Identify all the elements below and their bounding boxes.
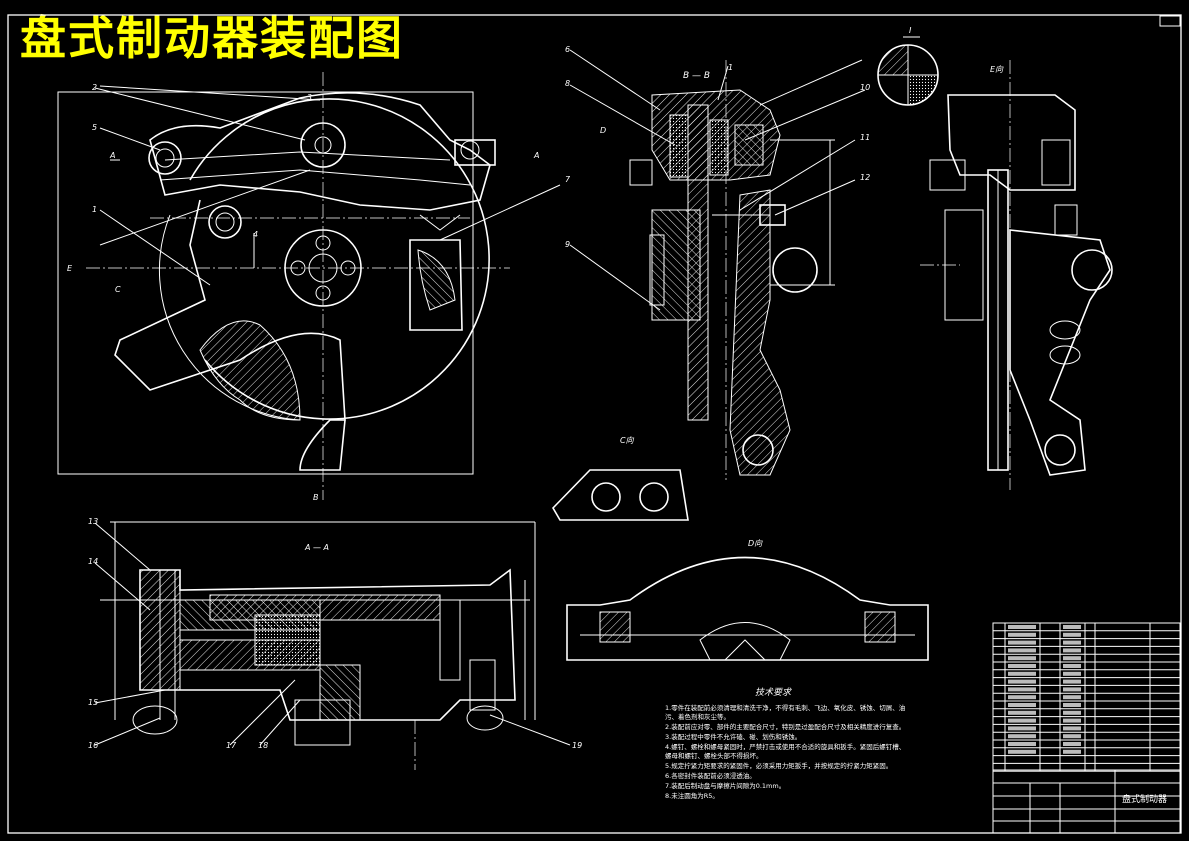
callout-7: 7: [565, 175, 571, 184]
parts-list-cell-text: [1063, 687, 1081, 692]
parts-list-cell-text: [1063, 648, 1081, 653]
callout-13: 13: [88, 517, 98, 526]
arrow-label-b: B: [313, 493, 319, 502]
parts-list-cell-text: [1008, 640, 1036, 645]
arrow-label-c: C: [115, 285, 121, 294]
parts-list-cell-text: [1008, 749, 1036, 754]
callout-9: 9: [565, 240, 570, 249]
callout-17: 17: [226, 741, 237, 750]
callout-5: 5: [92, 123, 97, 132]
parts-list-cell-text: [1063, 625, 1081, 629]
section-bb-view: B — B 6 8 9 1 10: [565, 45, 870, 480]
callout-18: 18: [258, 741, 268, 750]
drawing-title: 盘式制动器装配图: [20, 11, 404, 65]
parts-list-cell-text: [1063, 695, 1081, 700]
parts-list-table: [992, 622, 1181, 772]
tech-req-item: 5.规定拧紧力矩要求的紧固件，必须采用力矩扳手，并按规定的拧紧力矩紧固。: [665, 761, 892, 770]
parts-list-cell-text: [1063, 726, 1081, 731]
callout-2: 2: [92, 83, 97, 92]
parts-list-cell-text: [1063, 640, 1081, 645]
callout-12: 12: [860, 173, 870, 182]
callout-11: 11: [860, 133, 870, 142]
section-aa-label: A — A: [304, 543, 329, 552]
parts-list-cell-text: [1008, 656, 1036, 661]
tech-req-item: 螺母和螺钉、螺栓头部不得损坏。: [665, 751, 763, 760]
tech-req-heading: 技术要求: [755, 687, 792, 698]
callout-6: 6: [565, 45, 570, 54]
title-block-name: 盘式制动器: [1122, 793, 1167, 805]
callout-3: 3: [307, 93, 312, 102]
parts-list-cell-text: [1063, 710, 1081, 715]
parts-list-cell-text: [1063, 734, 1081, 739]
tech-req-item: 污、着色剂和灰尘等。: [665, 712, 730, 721]
parts-list-cell-text: [1008, 726, 1036, 731]
parts-list-cell-text: [1063, 679, 1081, 684]
parts-list-cell-text: [1063, 718, 1081, 723]
drawing-frame: [7, 14, 1182, 834]
tech-req-item: 6.各密封件装配前必须浸透油。: [665, 771, 756, 780]
parts-list-cell-text: [1063, 671, 1081, 676]
view-d-label: D向: [748, 539, 763, 548]
callout-1b: 1: [728, 63, 733, 72]
tech-req-item: 7.装配后制动盘与摩擦片间隙为0.1mm。: [665, 781, 785, 790]
callout-15: 15: [88, 698, 98, 707]
section-mark-a-left: A: [109, 151, 115, 160]
callout-8: 8: [565, 79, 570, 88]
callout-14: 14: [88, 557, 98, 566]
parts-list-cell-text: [1063, 749, 1081, 754]
parts-list-cell-text: [1008, 695, 1036, 700]
view-c-label: C向: [620, 436, 635, 445]
main-view-callouts: 5 2 3 4 1 7 B C E A A: [67, 83, 571, 502]
parts-list-cell-text: [1008, 703, 1036, 707]
tech-req-item: 8.未注圆角为R5。: [665, 791, 719, 800]
parts-list-cell-text: [1063, 703, 1081, 707]
parts-list-cell-text: [1008, 710, 1036, 715]
tech-req-item: 1.零件在装配前必须清理和清洗干净，不得有毛刺、飞边、氧化皮、锈蚀、切屑、油: [665, 703, 905, 712]
parts-list-cell-text: [1008, 687, 1036, 692]
tech-req-item: 4.螺钉、螺栓和螺母紧固时，严禁打击或使用不合适的旋具和扳手。紧固后螺钉槽、: [665, 742, 905, 751]
view-c: C向: [552, 436, 689, 521]
tech-req-item: 2.装配前应对零、部件的主要配合尺寸，特别是过盈配合尺寸及相关精度进行复查。: [665, 722, 905, 731]
top-right-marker: [1159, 15, 1181, 27]
arrow-label-e: E: [67, 264, 73, 273]
callout-1: 1: [92, 205, 97, 214]
section-bb-label: B — B: [683, 71, 710, 81]
parts-list-cell-text: [1008, 664, 1036, 668]
callout-16: 16: [88, 741, 98, 750]
parts-list-cell-text: [1063, 664, 1081, 668]
parts-list-cell-text: [1063, 656, 1081, 661]
parts-list-cell-text: [1008, 734, 1036, 739]
title-block: 盘式制动器: [992, 769, 1181, 834]
callout-4: 4: [253, 230, 258, 239]
parts-list-cell-text: [1063, 632, 1081, 637]
parts-list-cell-text: [1008, 679, 1036, 684]
parts-list-cell-text: [1008, 632, 1036, 637]
section-mark-a-right: A: [533, 151, 539, 160]
parts-list-cell-text: [1008, 625, 1036, 629]
callout-19: 19: [572, 741, 582, 750]
view-e-label: E向: [990, 65, 1004, 74]
parts-list-cell-text: [1008, 718, 1036, 723]
callout-10: 10: [860, 83, 870, 92]
section-aa-view: A — A 13 14 15 16 17 18: [88, 517, 582, 770]
detail-i-label: I: [909, 26, 912, 35]
arrow-label-d: D: [600, 126, 606, 135]
parts-list-cell-text: [1008, 648, 1036, 653]
tech-req-item: 3.装配过程中零件不允许磕、碰、划伤和锈蚀。: [665, 732, 801, 741]
technical-requirements: 技术要求 1.零件在装配前必须清理和清洗干净，不得有毛刺、飞边、氧化皮、锈蚀、切…: [665, 687, 905, 800]
view-d: D向: [566, 539, 929, 661]
parts-list-cell-text: [1063, 742, 1081, 746]
parts-list-cell-text: [1008, 742, 1036, 746]
detail-i-view: I: [877, 26, 939, 106]
main-front-view: [57, 72, 510, 500]
parts-list-cell-text: [1008, 671, 1036, 676]
view-e: E向: [920, 60, 1113, 490]
